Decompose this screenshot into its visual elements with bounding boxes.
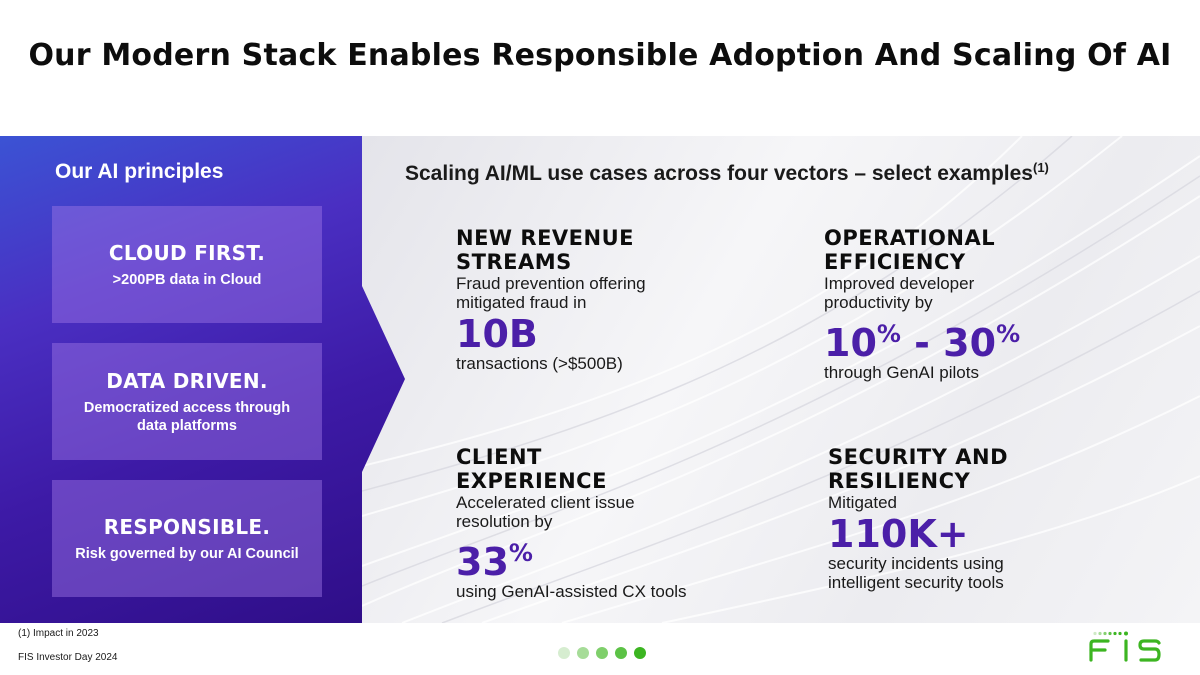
metric-value: 110K+: [828, 512, 969, 556]
metric-title-line: OPERATIONAL: [824, 226, 996, 250]
progress-dot: [634, 647, 646, 659]
metric-context-line: security incidents using: [828, 554, 1004, 573]
vectors-background: [362, 136, 1200, 623]
footnote: (1) Impact in 2023: [18, 628, 99, 639]
principle-card-cloud-first: CLOUD FIRST. >200PB data in Cloud: [52, 206, 322, 323]
metric-description-line: mitigated fraud in: [456, 293, 587, 312]
principle-card-data-driven: DATA DRIVEN. Democratized access through…: [52, 343, 322, 460]
metric-title-line: STREAMS: [456, 250, 572, 274]
metric-title: SECURITY AND RESILIENCY: [828, 445, 1158, 493]
metric-description-line: Accelerated client issue: [456, 493, 635, 512]
vectors-heading: Scaling AI/ML use cases across four vect…: [405, 160, 1049, 186]
metric-value-high: - 30: [900, 321, 997, 365]
metric-value: 10% - 30%: [824, 314, 1154, 363]
metric-title-line: RESILIENCY: [828, 469, 971, 493]
metric-title-line: SECURITY AND: [828, 445, 1009, 469]
metric-client-experience: CLIENT EXPERIENCE Accelerated client iss…: [456, 445, 786, 601]
slide-title: Our Modern Stack Enables Responsible Ado…: [28, 38, 1172, 73]
metric-description: Fraud prevention offering mitigated frau…: [456, 274, 786, 312]
metric-description-line: productivity by: [824, 293, 933, 312]
metric-description-line: Fraud prevention offering: [456, 274, 646, 293]
metric-title: OPERATIONAL EFFICIENCY: [824, 226, 1154, 274]
metric-context: through GenAI pilots: [824, 363, 979, 382]
percent-sign: %: [876, 320, 901, 348]
percent-sign: %: [508, 539, 533, 567]
progress-dot: [615, 647, 627, 659]
metric-operational-efficiency: OPERATIONAL EFFICIENCY Improved develope…: [824, 226, 1154, 382]
metric-context: security incidents using intelligent sec…: [828, 554, 1158, 592]
metric-context-line: intelligent security tools: [828, 573, 1004, 592]
metric-description-line: Mitigated: [828, 493, 897, 512]
metric-description: Improved developer productivity by: [824, 274, 1154, 312]
vectors-heading-footnote-ref: (1): [1032, 160, 1049, 175]
progress-dot: [577, 647, 589, 659]
metric-title: CLIENT EXPERIENCE: [456, 445, 786, 493]
metric-context: using GenAI-assisted CX tools: [456, 582, 687, 601]
metric-value: 33%: [456, 533, 786, 582]
metric-title-line: EFFICIENCY: [824, 250, 966, 274]
wave-pattern: [362, 136, 1200, 623]
principle-card-title: DATA DRIVEN.: [106, 368, 268, 393]
principle-card-title: RESPONSIBLE.: [103, 514, 271, 539]
fis-logo: [1089, 631, 1161, 662]
metric-description-line: Improved developer: [824, 274, 975, 293]
metric-title-line: EXPERIENCE: [456, 469, 607, 493]
progress-dots: [558, 647, 646, 659]
metric-value-low: 10: [824, 321, 877, 365]
metric-security-resiliency: SECURITY AND RESILIENCY Mitigated 110K+ …: [828, 445, 1158, 592]
principles-heading: Our AI principles: [55, 160, 224, 183]
progress-dot: [558, 647, 570, 659]
metric-title: NEW REVENUE STREAMS: [456, 226, 786, 274]
content-band: Our AI principles CLOUD FIRST. >200PB da…: [0, 136, 1200, 623]
metric-context: transactions (>$500B): [456, 354, 623, 373]
principle-card-title: CLOUD FIRST.: [108, 240, 266, 265]
footer-event: FIS Investor Day 2024: [18, 652, 118, 663]
percent-sign: %: [996, 320, 1021, 348]
progress-dot: [596, 647, 608, 659]
metric-value: 10B: [456, 312, 538, 356]
principles-panel: [0, 136, 405, 623]
metric-value-number: 33: [456, 540, 509, 584]
metric-title-line: NEW REVENUE: [456, 226, 634, 250]
metric-description: Mitigated: [828, 493, 1158, 512]
metric-new-revenue-streams: NEW REVENUE STREAMS Fraud prevention off…: [456, 226, 786, 373]
metric-description-line: resolution by: [456, 512, 553, 531]
principle-card-text: Democratized access through data platfor…: [83, 399, 291, 434]
metric-description: Accelerated client issue resolution by: [456, 493, 786, 531]
vectors-heading-text: Scaling AI/ML use cases across four vect…: [405, 162, 1033, 185]
principle-card-text: Risk governed by our AI Council: [75, 545, 299, 562]
metric-title-line: CLIENT: [456, 445, 542, 469]
principle-card-text: >200PB data in Cloud: [112, 271, 262, 288]
principle-card-responsible: RESPONSIBLE. Risk governed by our AI Cou…: [52, 480, 322, 597]
